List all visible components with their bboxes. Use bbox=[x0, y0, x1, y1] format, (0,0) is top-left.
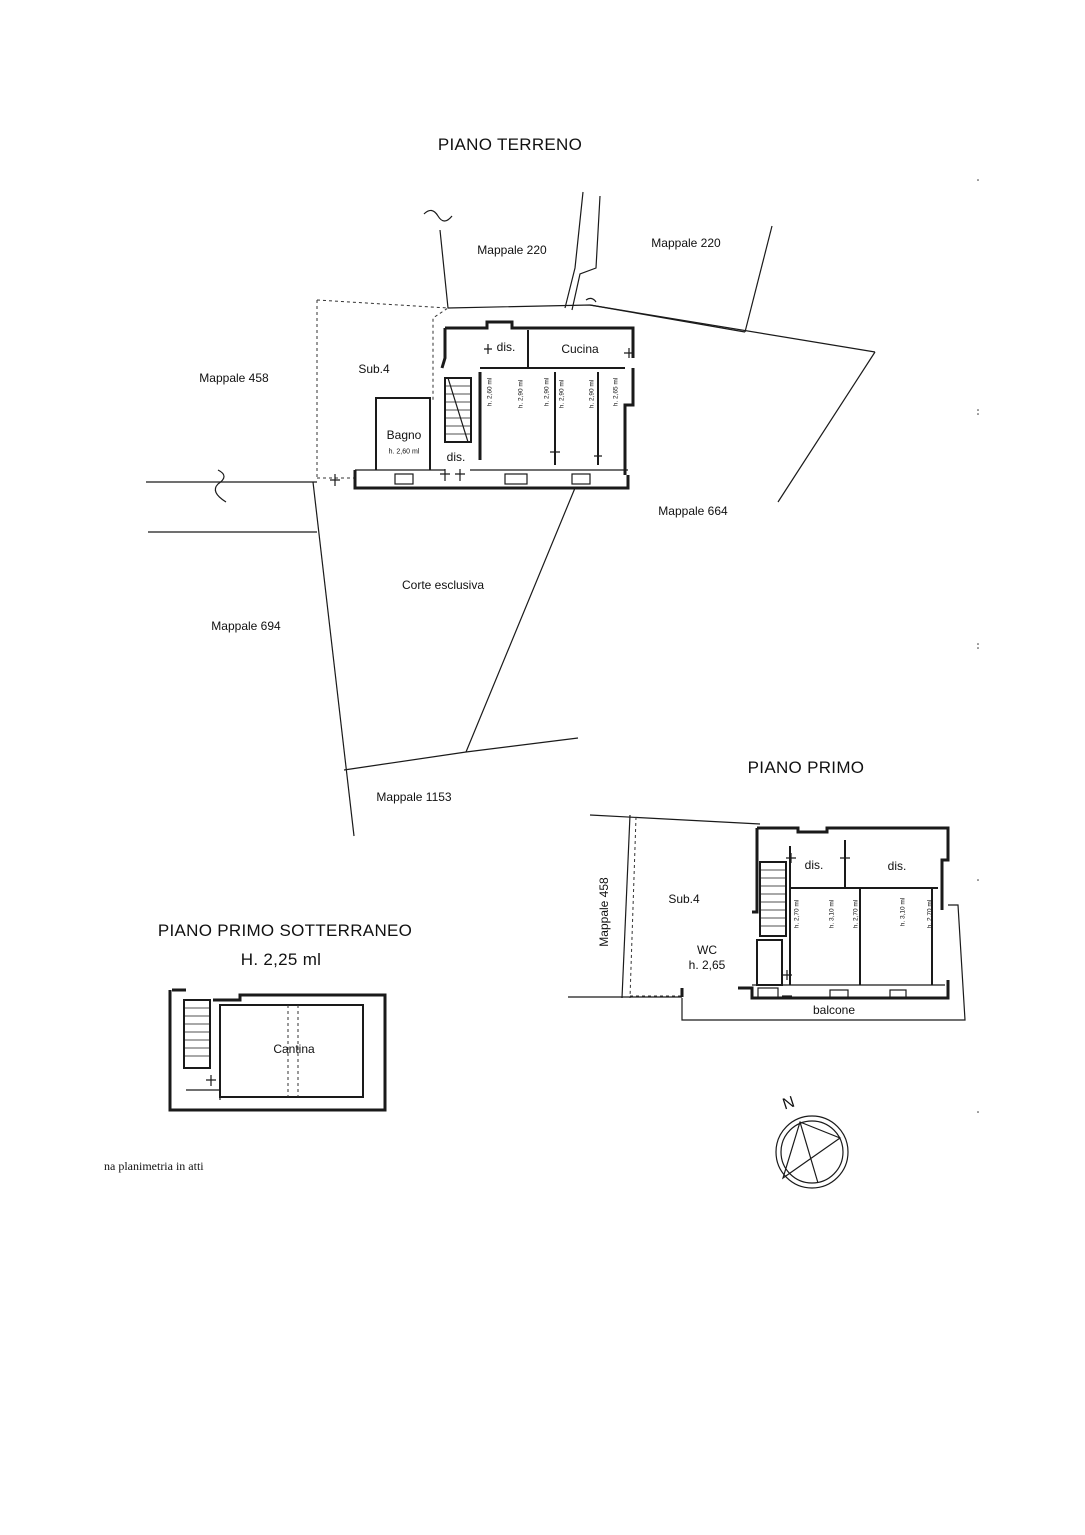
parcel-label-694: Mappale 694 bbox=[211, 619, 281, 633]
first-floor-plan bbox=[568, 814, 966, 1021]
parcel-label-220-right: Mappale 220 bbox=[651, 236, 721, 250]
ground-stair bbox=[444, 377, 472, 443]
room-cucina: Cucina bbox=[561, 342, 599, 356]
ground-height-label-4: h. 2,90 ml bbox=[558, 379, 566, 409]
parcel-label-1153: Mappale 1153 bbox=[376, 790, 452, 804]
first-height-label-5: h. 2,70 ml bbox=[926, 899, 934, 929]
parcel-label-220-left: Mappale 220 bbox=[477, 243, 547, 257]
basement-title: PIANO PRIMO SOTTERRANEO bbox=[157, 921, 413, 940]
room-dis-first-1: dis. bbox=[804, 858, 824, 872]
north-arrow-icon bbox=[775, 1115, 849, 1189]
room-corte-esclusiva: Corte esclusiva bbox=[401, 578, 485, 592]
room-sub4-ground: Sub.4 bbox=[358, 362, 390, 376]
room-bagno: Bagno bbox=[386, 428, 422, 442]
ground-height-label-6: h. 2,65 ml bbox=[612, 377, 620, 407]
first-stair bbox=[759, 861, 787, 937]
basement-plan bbox=[168, 988, 387, 1112]
basement-stair bbox=[183, 999, 211, 1069]
room-sub4-first: Sub.4 bbox=[668, 892, 700, 906]
first-height-label-3: h. 2,70 ml bbox=[852, 899, 860, 929]
first-height-label-1: h. 2,70 ml bbox=[793, 899, 801, 929]
basement-height: H. 2,25 ml bbox=[240, 950, 322, 969]
wc-height: h. 2,65 bbox=[688, 958, 726, 972]
ground-height-label-3: h. 2,90 ml bbox=[543, 377, 551, 407]
parcel-label-664: Mappale 664 bbox=[658, 504, 728, 518]
ground-floor-site bbox=[146, 191, 876, 837]
footer-note: na planimetria in atti bbox=[104, 1159, 204, 1173]
ground-height-label-2: h. 2,90 ml bbox=[517, 379, 525, 409]
room-dis-first-2: dis. bbox=[887, 859, 907, 873]
ground-floor-title: PIANO TERRENO bbox=[437, 135, 583, 154]
first-height-label-4: h. 3,10 ml bbox=[899, 897, 907, 927]
ground-height-label-1: h. 2,60 ml bbox=[486, 377, 494, 407]
parcel-label-458: Mappale 458 bbox=[199, 371, 269, 385]
first-floor-title: PIANO PRIMO bbox=[747, 758, 865, 777]
room-wc: WC bbox=[697, 943, 717, 957]
room-cantina: Cantina bbox=[273, 1042, 315, 1056]
first-height-label-2: h. 3,10 ml bbox=[828, 899, 836, 929]
room-dis-bottom: dis. bbox=[446, 450, 466, 464]
ground-height-label-5: h. 2,90 ml bbox=[588, 379, 596, 409]
room-balcone: balcone bbox=[812, 1003, 856, 1017]
first-parcel-458: Mappale 458 bbox=[597, 877, 611, 947]
edge-marks bbox=[977, 179, 979, 1113]
bagno-height: h. 2,60 ml bbox=[388, 448, 420, 456]
room-dis-top: dis. bbox=[496, 340, 516, 354]
